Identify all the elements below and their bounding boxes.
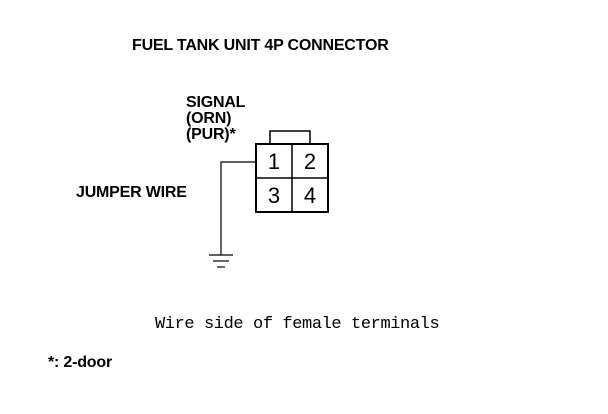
connector-pin-3: 3 bbox=[267, 183, 281, 208]
ground-icon bbox=[209, 254, 233, 268]
connector-pin-4: 4 bbox=[303, 183, 317, 208]
diagram-caption: Wire side of female terminals bbox=[155, 315, 440, 334]
jumper-wire bbox=[220, 161, 256, 255]
connector-lock-tab bbox=[269, 130, 311, 145]
connector-pin-1: 1 bbox=[267, 149, 281, 174]
footnote: *: 2-door bbox=[48, 354, 112, 371]
jumper-wire-label: JUMPER WIRE bbox=[76, 184, 187, 201]
connector-pin-2: 2 bbox=[303, 149, 317, 174]
diagram-title: FUEL TANK UNIT 4P CONNECTOR bbox=[132, 37, 389, 54]
signal-wire-color-orn: (ORN) bbox=[186, 110, 232, 127]
signal-label: SIGNAL bbox=[186, 94, 246, 111]
signal-wire-color-pur: (PUR)* bbox=[186, 126, 236, 143]
